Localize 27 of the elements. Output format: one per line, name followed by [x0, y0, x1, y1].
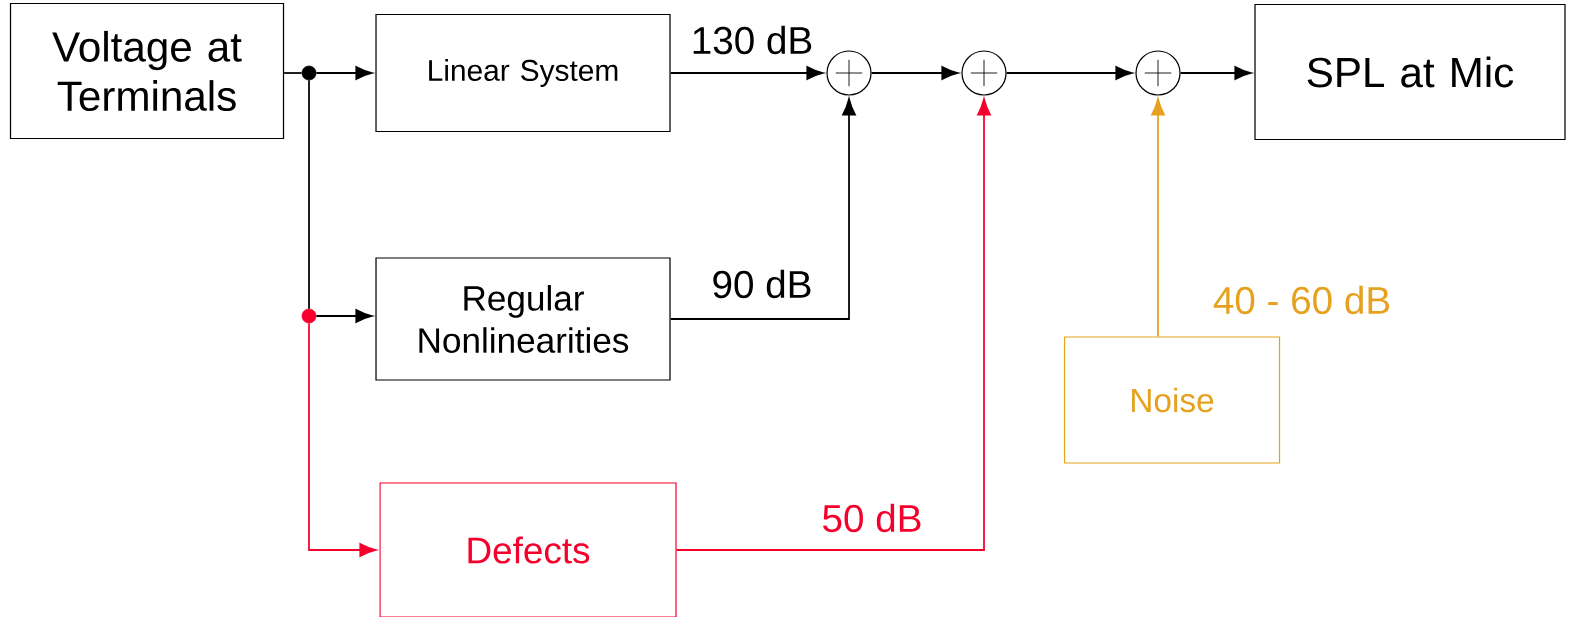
arrow [669, 98, 856, 320]
process-box: Noise [1063, 336, 1281, 464]
summing-junction [1135, 50, 1181, 96]
input-box: Voltage at Terminals [9, 2, 285, 140]
edge-label: 90 dB [709, 268, 815, 300]
arrow [1179, 66, 1252, 80]
edge-label: 130 dB [689, 24, 816, 56]
arrow [315, 309, 373, 323]
junction-dot [301, 308, 317, 324]
arrow [1151, 98, 1165, 338]
summing-junction [826, 50, 872, 96]
arrow [308, 322, 377, 557]
summing-junction [961, 50, 1007, 96]
output-box: SPL at Mic [1254, 3, 1566, 141]
process-box: Regular Nonlinearities [375, 257, 671, 381]
process-box: Linear System [375, 13, 671, 133]
junction-dot [301, 65, 317, 81]
arrow [870, 66, 959, 80]
edge-label: 50 dB [819, 502, 925, 534]
edge-label: 40 - 60 dB [1211, 284, 1393, 316]
arrow [1005, 66, 1133, 80]
arrow [675, 98, 991, 551]
arrow [669, 66, 824, 80]
connector-line [308, 79, 310, 310]
arrow [315, 66, 373, 80]
process-box: Defects [379, 482, 677, 617]
connector-line [283, 72, 303, 74]
